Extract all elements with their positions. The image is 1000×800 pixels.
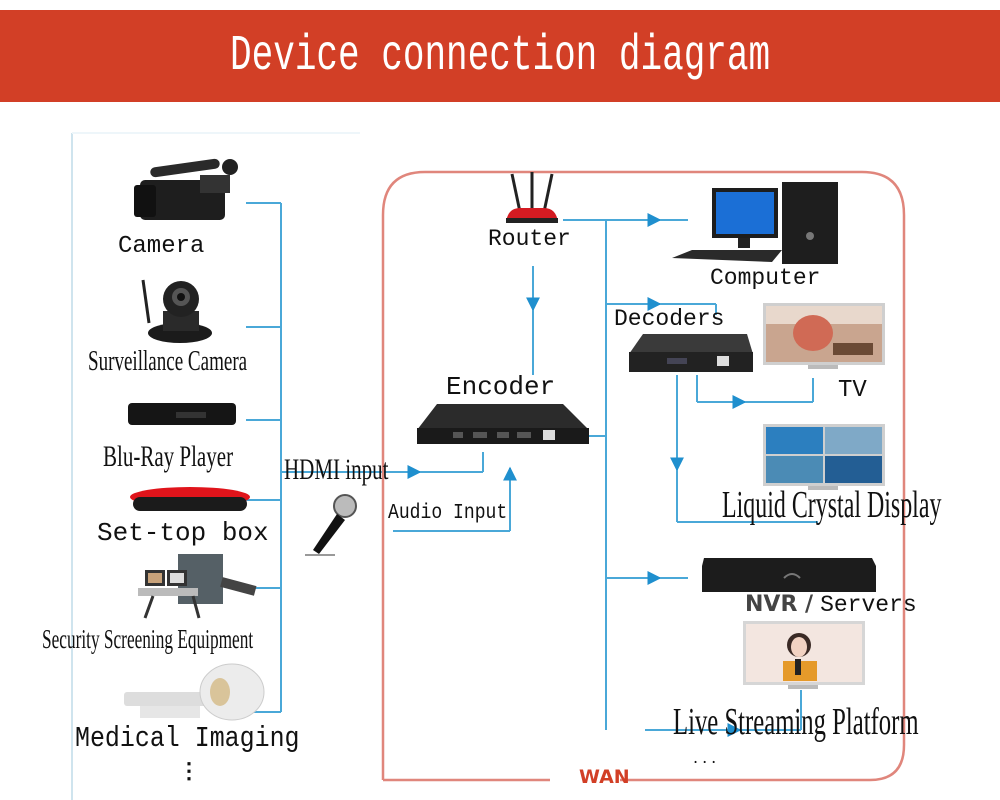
- tv-icon: [763, 303, 885, 371]
- header-banner: Device connection diagram: [0, 10, 1000, 102]
- decoders-label: Decoders: [614, 306, 725, 332]
- page-title: Device connection diagram: [229, 27, 771, 85]
- more-inputs-ellipsis: ⋮: [178, 758, 200, 784]
- input-bus: [246, 202, 517, 713]
- computer-label: Computer: [710, 265, 821, 291]
- device-label-camera: Camera: [118, 233, 205, 260]
- encoder-label: Encoder: [446, 372, 556, 402]
- encoder-box-icon: [413, 400, 593, 450]
- device-label-set-top-box: Set-top box: [97, 518, 269, 548]
- nvr-label-prefix: NVR /: [745, 592, 814, 617]
- mri-scanner-icon: [120, 662, 270, 722]
- router-icon: [502, 172, 562, 224]
- live-stream-monitor-icon: [743, 621, 865, 691]
- device-label-medical-imaging: Medical Imaging: [75, 722, 300, 755]
- device-label-surveillance-camera: Surveillance Camera: [88, 346, 248, 377]
- camcorder-icon: [130, 155, 248, 227]
- hdmi-input-label: HDMI input: [284, 453, 389, 486]
- microphone-icon: [305, 492, 360, 557]
- device-label-security-screening: Security Screening Equipment: [42, 624, 254, 654]
- blu-ray-player-icon: [126, 400, 238, 428]
- tv-label: TV: [838, 377, 867, 404]
- surveillance-camera-icon: [135, 275, 215, 345]
- wan-border: [381, 170, 906, 782]
- more-outputs-ellipsis: ...: [693, 748, 721, 767]
- nvr-server-icon: [700, 556, 878, 596]
- decoder-box-icon: [627, 332, 755, 376]
- router-label: Router: [488, 226, 571, 252]
- security-scanner-icon: [133, 552, 258, 622]
- network-lines: [526, 213, 818, 737]
- servers-label: Servers: [820, 592, 917, 618]
- wan-label: WAN: [579, 766, 630, 788]
- lcd-label: Liquid Crystal Display: [722, 484, 942, 526]
- set-top-box-icon: [127, 485, 253, 517]
- live-streaming-label: Live Streaming Platform: [673, 701, 919, 743]
- nvr-servers-label: NVR / Servers: [745, 592, 917, 618]
- audio-input-label: Audio Input: [388, 502, 508, 525]
- device-label-blu-ray-player: Blu-Ray Player: [103, 440, 234, 473]
- lcd-display-icon: [763, 424, 885, 492]
- desktop-computer-icon: [672, 180, 842, 268]
